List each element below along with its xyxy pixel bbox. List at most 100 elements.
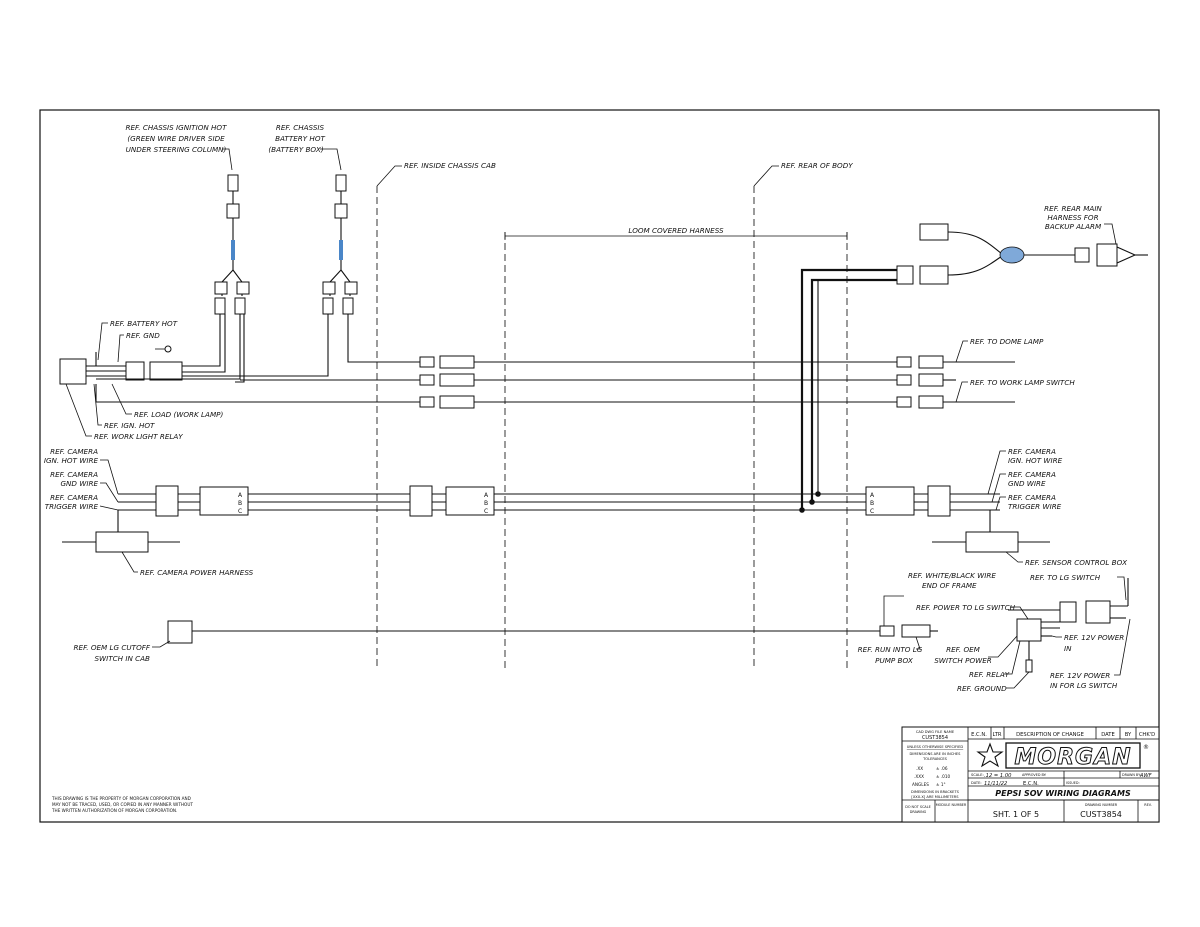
rear-main-label-2: HARNESS FOR (1047, 213, 1098, 222)
drawing-number-label: DRAWING NUMBER (1085, 803, 1118, 807)
date-label: DATE: (971, 781, 982, 785)
relay-ground-ring (164, 345, 172, 353)
power-12v-lg-1: REF. 12V POWER (1050, 671, 1110, 680)
camera-power-harness-box (95, 531, 149, 553)
sensor-control-box (965, 531, 1019, 553)
battery-fuse-holder-top (334, 203, 348, 219)
inside-cab-label: REF. INSIDE CHASSIS CAB (404, 161, 496, 170)
work-light-relay-section (59, 338, 420, 403)
run-into-lg-2: PUMP BOX (875, 656, 914, 665)
drawn-label: DRAWN BY: (1122, 773, 1141, 777)
property-notice-1: THIS DRAWING IS THE PROPERTY OF MORGAN C… (51, 796, 191, 801)
oem-switch-power-1: REF. OEM (946, 645, 981, 654)
battery-connector-left (322, 297, 334, 315)
tol-x-value: ± .06 (936, 766, 948, 771)
dome-lamp-receptacle (439, 355, 475, 369)
dome-lamp-far-receptacle (918, 355, 944, 369)
camera-rear-plug (927, 485, 951, 517)
lg-ground-terminal (1025, 659, 1033, 673)
brackets-note-1: DIMENSIONS IN BRACKETS (911, 790, 960, 794)
harness-splice (999, 246, 1025, 264)
sheet-number: SHT. 1 OF 5 (993, 810, 1039, 819)
chassis-ignition-label-1: REF. CHASSIS IGNITION HOT (126, 123, 228, 132)
reference-boundaries (376, 165, 848, 668)
battery-splice-left (322, 281, 336, 295)
ignition-connector-right (234, 297, 246, 315)
sensor-control-box-label: REF. SENSOR CONTROL BOX (1025, 558, 1128, 567)
tol-x-label: .XX (916, 766, 923, 771)
hdr-ecn: E.C.N. (971, 732, 987, 738)
fused-chassis-leads (214, 174, 358, 338)
camera-trig-right-1: REF. CAMERA (1008, 493, 1056, 502)
pin-c-left: C (238, 508, 242, 515)
work-lamp-receptacle (439, 373, 475, 387)
top-labels: REF. CHASSIS IGNITION HOT (GREEN WIRE DR… (126, 123, 1117, 245)
oem-lg-cutoff-1: REF. OEM LG CUTOFF (74, 643, 151, 652)
camera-labels: REF. CAMERA IGN. HOT WIRE REF. CAMERA GN… (44, 447, 1128, 577)
work-lamp-plug (419, 374, 435, 386)
camera-left-receptacle (199, 486, 249, 516)
rev-label: REV. (1144, 803, 1151, 807)
hdr-date: DATE (1101, 732, 1115, 738)
battery-connector-right (342, 297, 354, 315)
pin-a-rear: A (870, 492, 875, 499)
ignition-fuse (231, 240, 235, 260)
tol-angles-value: ± 1° (936, 782, 946, 787)
date-value: 11/11/22 (984, 781, 1007, 787)
issued-label: ISSUED: (1066, 781, 1080, 785)
title-block: CAD DWG FILE NAME CUST3854 UNLESS OTHERW… (901, 726, 1160, 823)
camera-gnd-left-1: REF. CAMERA (50, 470, 98, 479)
work-light-relay-box (59, 358, 87, 385)
lg-pump-receptacle (901, 624, 931, 638)
drawn-value: AWF (1139, 773, 1153, 779)
pin-a-cab: A (484, 492, 489, 499)
work-lamp-switch-label: REF. TO WORK LAMP SWITCH (970, 378, 1075, 387)
oem-lg-cutoff-switch (167, 620, 193, 644)
logo-star-icon (976, 742, 1004, 768)
dome-lamp-label: REF. TO DOME LAMP (970, 337, 1044, 346)
chassis-ignition-label-2: (GREEN WIRE DRIVER SIDE (127, 134, 225, 143)
morgan-logo: MORGAN ® (976, 742, 1149, 771)
lg-relay-box (1016, 618, 1042, 642)
camera-gnd-left-2: GND WIRE (60, 479, 98, 488)
ignition-splice-left (214, 281, 228, 295)
work-lamp-far-receptacle (918, 373, 944, 387)
work-lamp-far-plug (896, 374, 912, 386)
rear-harness-mating-plug (896, 265, 914, 285)
chassis-ignition-label-3: UNDER STEERING COLUMN) (126, 145, 227, 154)
cad-file-value: CUST3854 (922, 735, 948, 741)
hdr-chkd: CHK'D (1139, 732, 1155, 738)
relay-harness-connector (125, 361, 145, 381)
chassis-battery-label-3: (BATTERY BOX) (268, 145, 323, 154)
no-scale-1: DO NOT SCALE (905, 805, 931, 809)
battery-ring-terminal (335, 174, 347, 192)
drawing-number: CUST3854 (1080, 810, 1122, 819)
dome-lamp-plug (419, 356, 435, 368)
to-lg-switch-label: REF. TO LG SWITCH (1030, 573, 1101, 582)
ground-label: REF. GROUND (957, 684, 1007, 693)
battery-splice-right (344, 281, 358, 295)
brackets-note-2: [XXX.X] ARE MILLIMETERS (911, 795, 959, 799)
camera-gnd-right-2: GND WIRE (1008, 479, 1046, 488)
lg-switch-section (167, 578, 1129, 673)
backup-alarm-plug (1074, 247, 1090, 263)
cad-file-label: CAD DWG FILE NAME (916, 730, 955, 734)
ignition-ring-terminal (227, 174, 239, 192)
logo-registered: ® (1143, 744, 1149, 751)
work-light-relay-label: REF. WORK LIGHT RELAY (94, 432, 183, 441)
load-far-receptacle (918, 395, 944, 409)
logo-text: MORGAN (1014, 745, 1131, 770)
oem-lg-cutoff-2: SWITCH IN CAB (94, 654, 150, 663)
power-12v-lg-2: IN FOR LG SWITCH (1050, 681, 1118, 690)
camera-ign-right-2: IGN. HOT WIRE (1008, 456, 1063, 465)
tolerance-units-2: TOLERANCES (922, 757, 948, 761)
chassis-battery-label-2: BATTERY HOT (275, 134, 325, 143)
tol-xx-value: ± .010 (936, 774, 950, 779)
battery-fuse (339, 240, 343, 260)
pin-b-rear: B (870, 500, 874, 507)
camera-cab-plug (409, 485, 433, 517)
lg-pump-plug (879, 625, 895, 637)
backup-alarm-socket (1096, 243, 1118, 267)
no-scale-2: DRAWING (910, 810, 927, 814)
camera-trig-left-1: REF. CAMERA (50, 493, 98, 502)
